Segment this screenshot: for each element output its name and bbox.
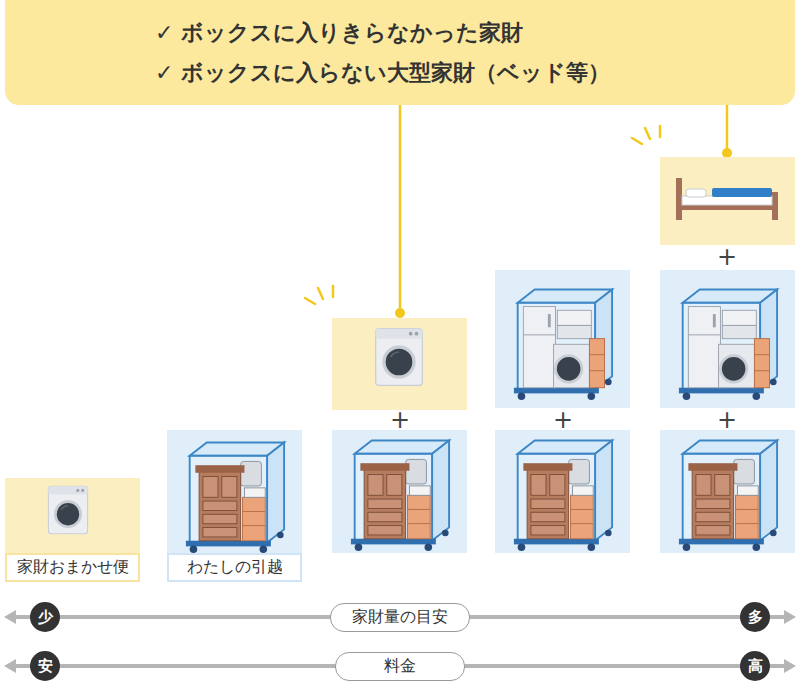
plus-sign: +	[717, 408, 737, 432]
axis-end: 少	[30, 602, 60, 632]
axis-label: 料金	[335, 652, 465, 681]
callout-band: ✓ ボックスに入りきらなかった家財 ✓ ボックスに入らない大型家財（ベッド等）	[5, 0, 795, 105]
node-text: 多	[748, 608, 763, 627]
plus-sign: +	[717, 245, 737, 269]
axis-end: 多	[740, 602, 770, 632]
node-text: 少	[38, 608, 53, 627]
node-text: 料金	[384, 656, 416, 677]
axis-label: 家財量の目安	[330, 603, 470, 632]
plus-sign: +	[390, 408, 410, 432]
node-text: 家財おまかせ便	[17, 557, 129, 578]
axis-end: 安	[30, 651, 60, 681]
node-text: 高	[748, 657, 763, 676]
plan-label: わたしの引越	[167, 553, 302, 582]
node-text: 家財量の目安	[352, 607, 448, 628]
node-text: ✓ ボックスに入りきらなかった家財	[155, 18, 523, 48]
node-text: わたしの引越	[187, 557, 283, 578]
plus-sign: +	[553, 408, 573, 432]
axis-end: 高	[740, 651, 770, 681]
node-text: 安	[38, 657, 53, 676]
plan-label: 家財おまかせ便	[5, 553, 140, 582]
node-text: ✓ ボックスに入らない大型家財（ベッド等）	[155, 58, 610, 88]
